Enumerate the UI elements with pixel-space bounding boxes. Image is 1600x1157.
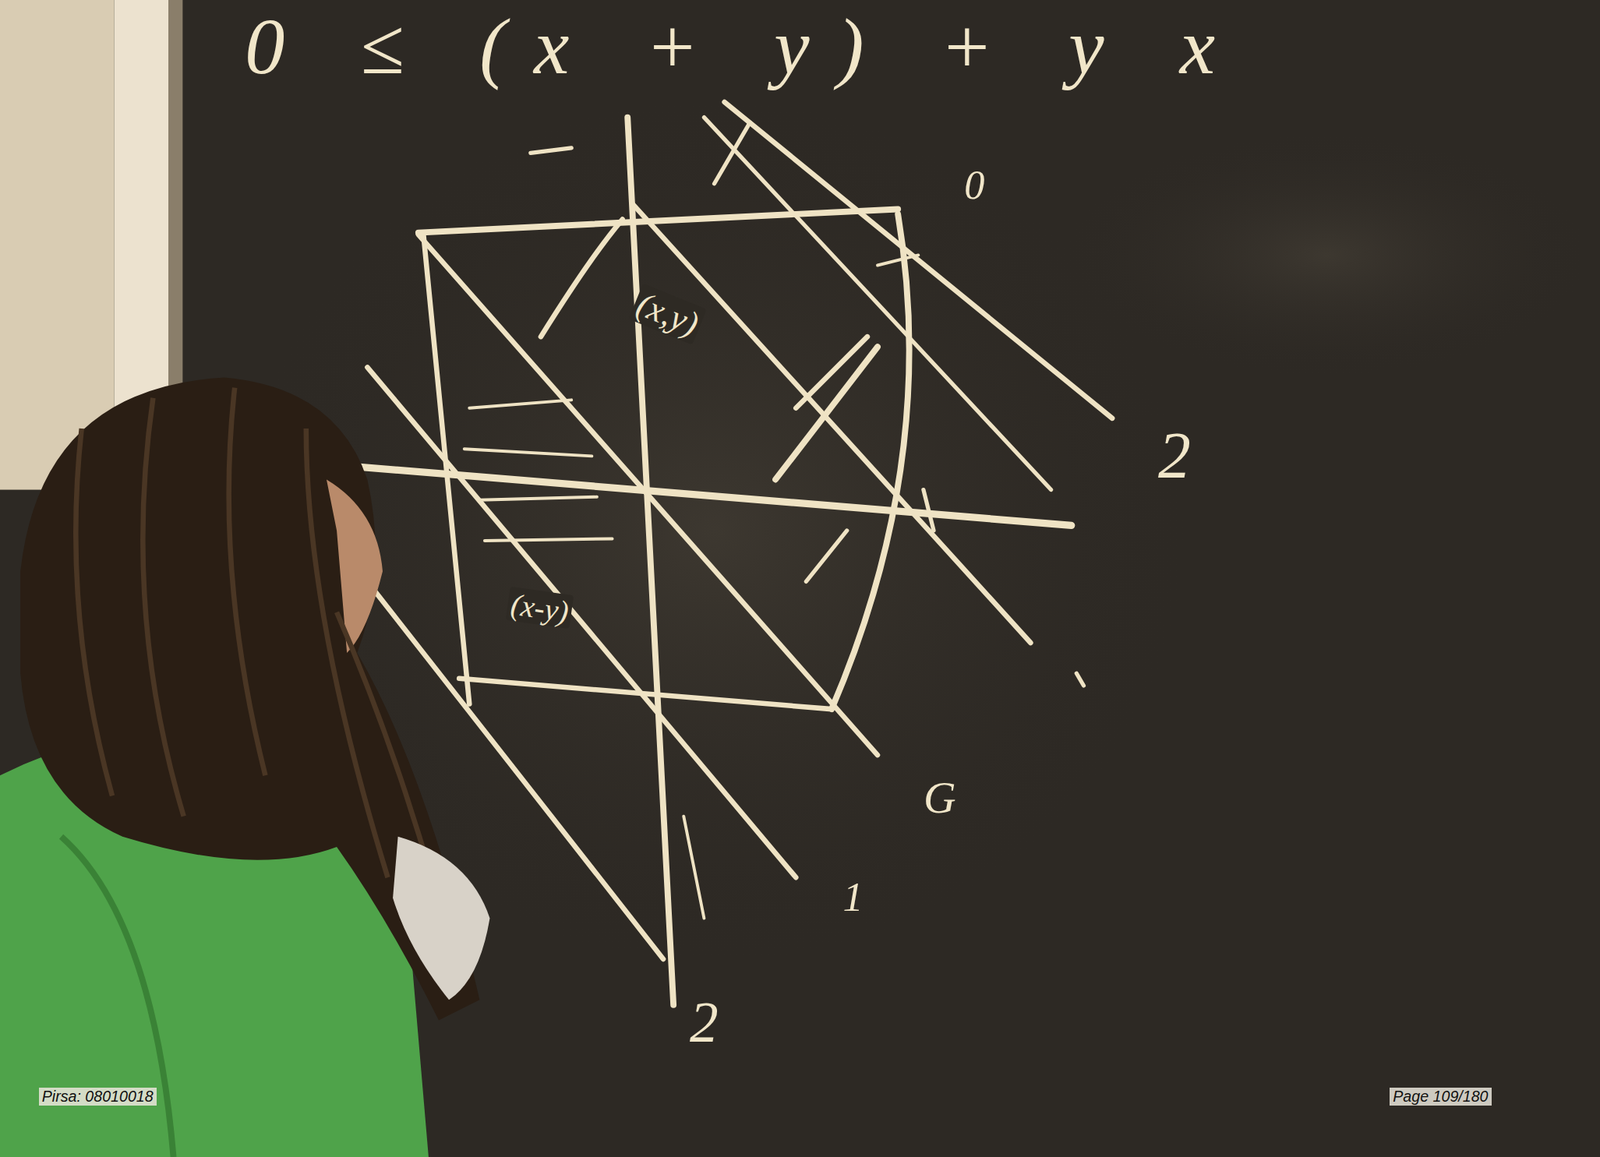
board-formula: 0 ≤ (x + y) + y x (244, 3, 1244, 91)
source-watermark: Pirsa: 08010018 (38, 1087, 157, 1107)
page-number: Page 109/180 (1389, 1087, 1491, 1107)
axis-number: 2 (1158, 420, 1191, 492)
lecturer (0, 377, 490, 1157)
axis-letter: G (923, 773, 957, 823)
axis-number: 0 (964, 162, 985, 209)
wall (0, 0, 115, 491)
eraser-smudge (1061, 132, 1593, 378)
axis-number: 1 (842, 875, 863, 921)
axis-number: 2 (689, 992, 719, 1056)
chalk-lattice (326, 102, 1113, 1006)
